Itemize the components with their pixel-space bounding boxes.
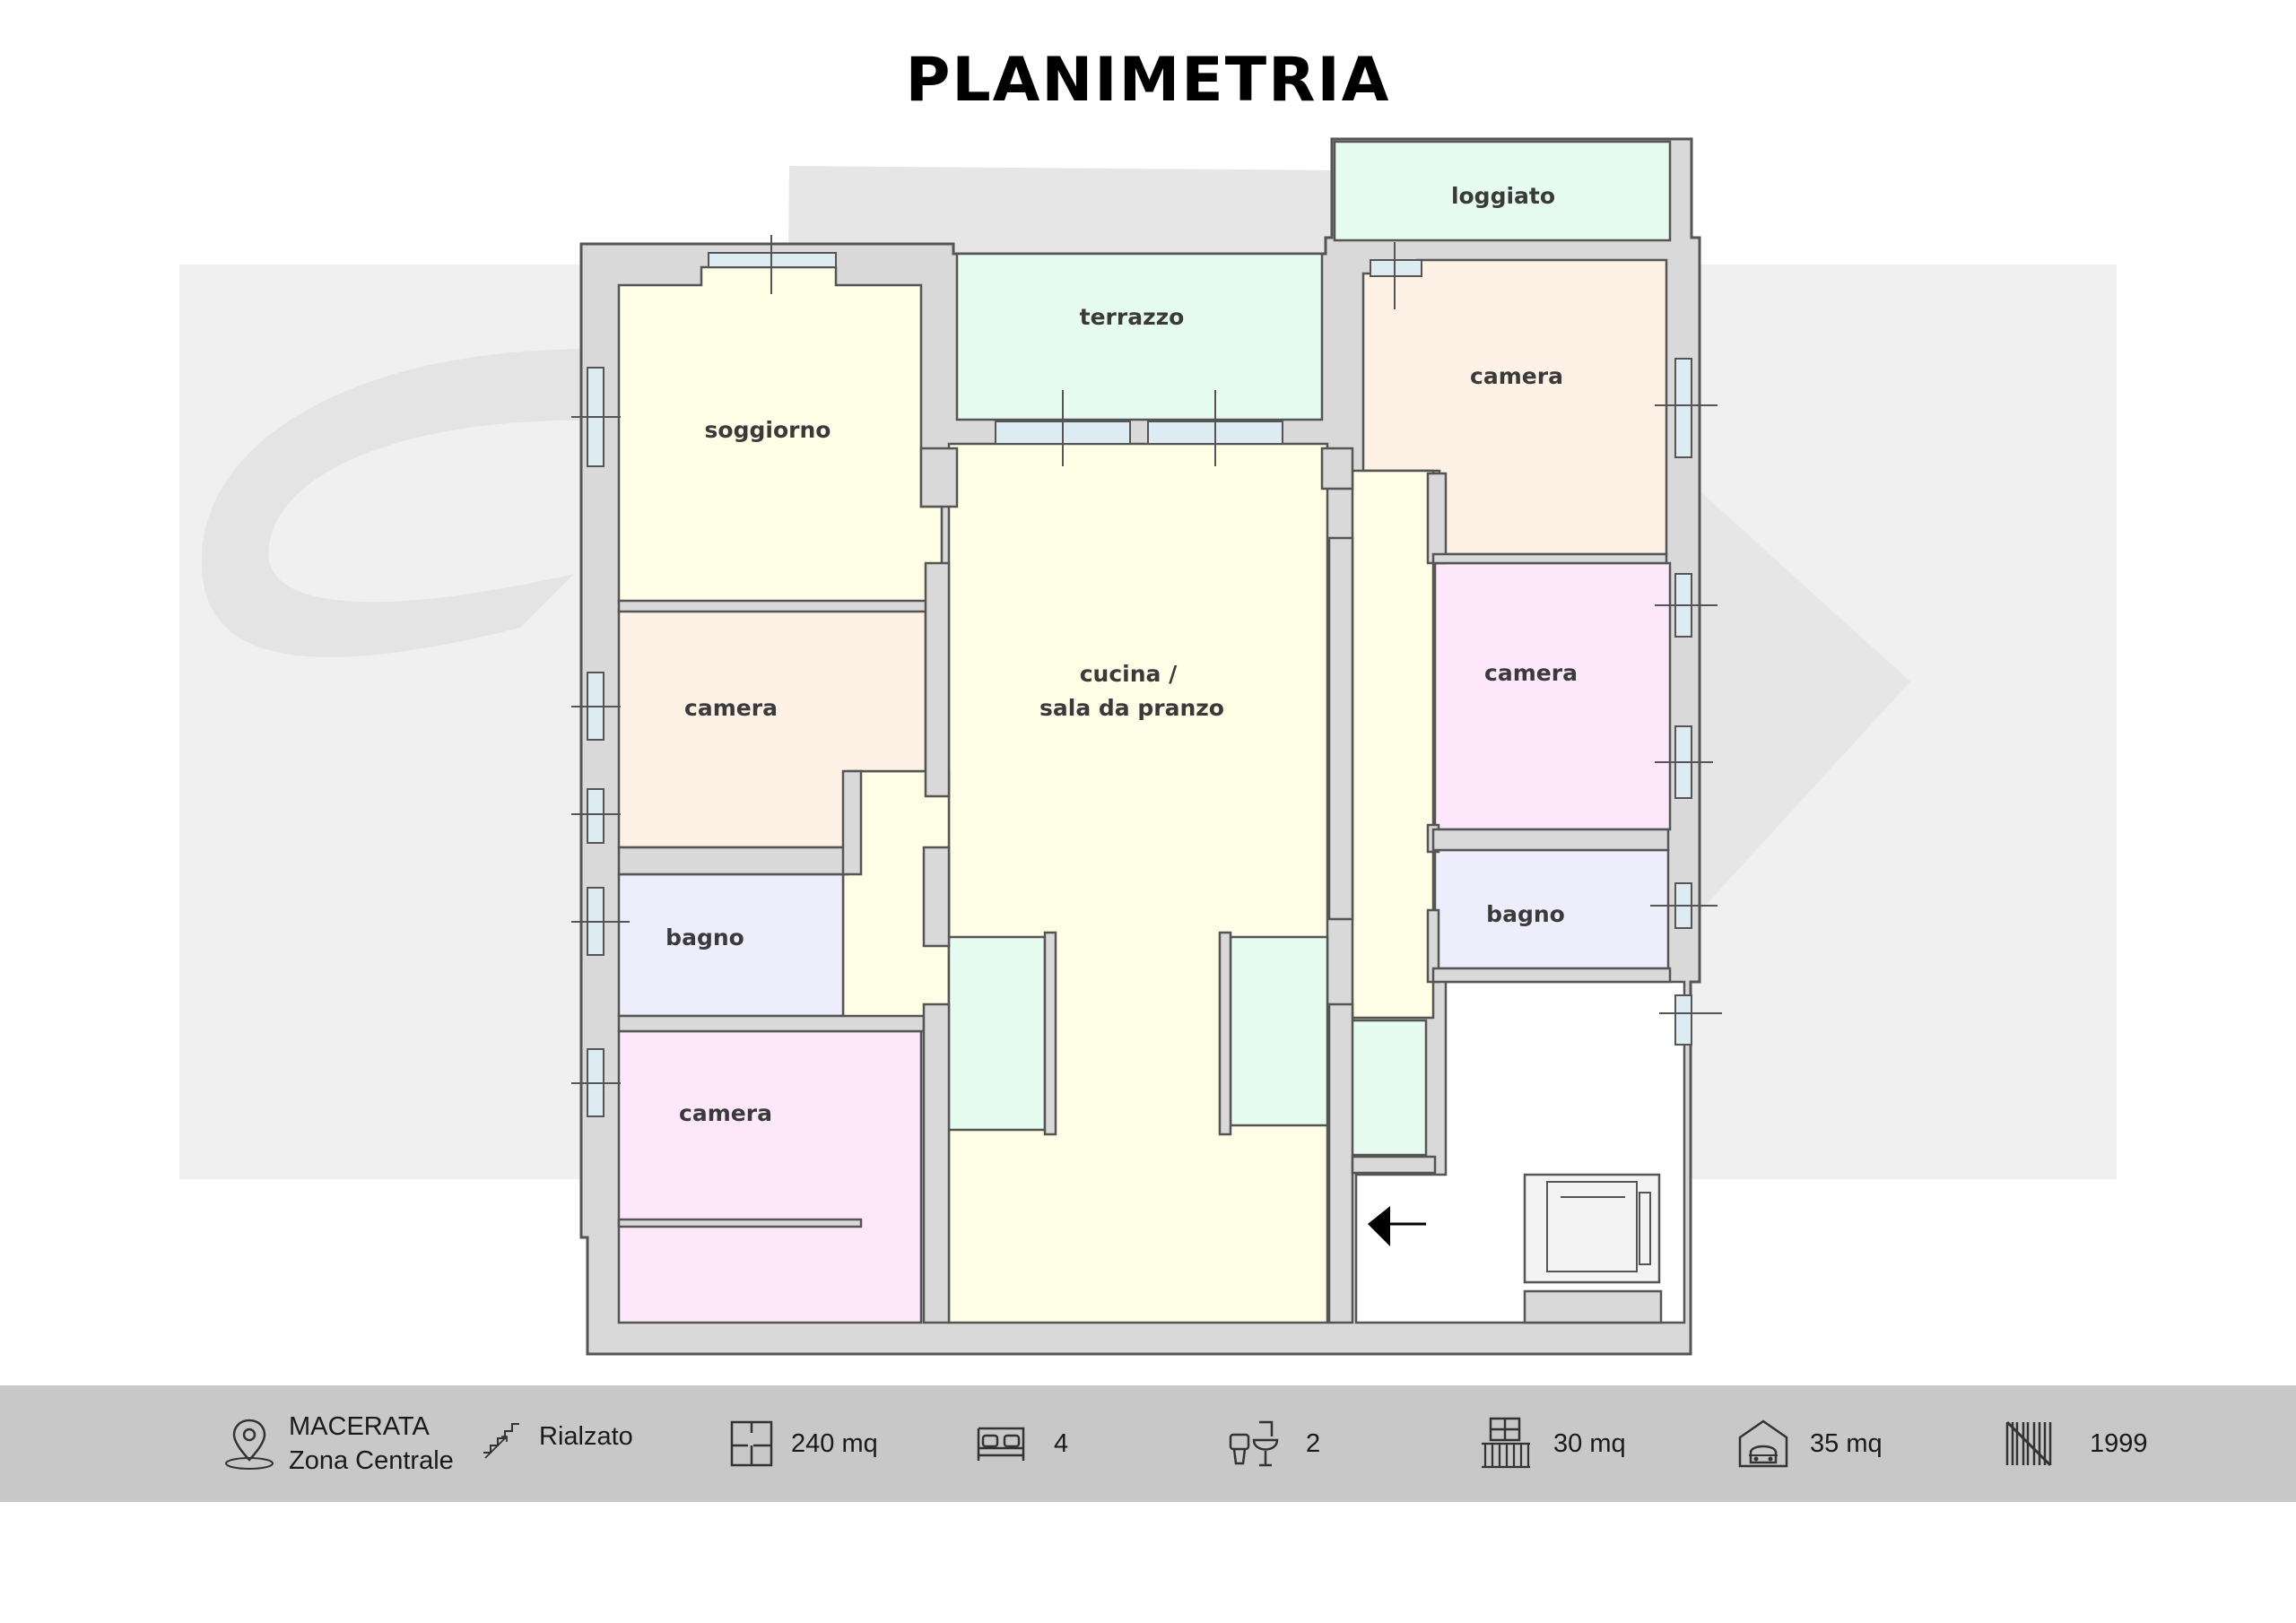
floor-area-icon (730, 1420, 773, 1467)
property-info-bar: MACERATA Zona Centrale Rialzato 240 mq 4 (0, 1385, 2296, 1502)
room-camera-sw (617, 1029, 923, 1324)
bedrooms-value: 4 (1054, 1429, 1069, 1458)
surface-value: 240 mq (791, 1429, 878, 1458)
location-pin-icon (225, 1419, 274, 1470)
balcony-value: 30 mq (1553, 1429, 1626, 1458)
closet-hall (1348, 1019, 1428, 1157)
label-cucina-line1: cucina / (1080, 661, 1178, 687)
info-floor: Rialzato (480, 1378, 633, 1495)
garage-value: 35 mq (1810, 1429, 1883, 1458)
floor-plan: soggiorno terrazzo loggiato camera camer… (179, 137, 2117, 1356)
location-area: Zona Centrale (289, 1446, 454, 1475)
info-year: 1999 (2004, 1385, 2148, 1502)
closet-w (947, 935, 1047, 1132)
label-soggiorno: soggiorno (705, 417, 831, 443)
window-ticks (571, 235, 1722, 1084)
bed-icon (977, 1427, 1025, 1461)
room-loggiato (1333, 140, 1672, 242)
info-bedrooms: 4 (973, 1385, 1068, 1502)
room-fills (617, 140, 1686, 1324)
internal-walls (617, 447, 1672, 1324)
label-cucina-line2: sala da pranzo (1039, 695, 1224, 721)
garage-icon (1738, 1419, 1788, 1468)
info-surface: 240 mq (728, 1385, 878, 1502)
page-title: PLANIMETRIA (905, 45, 1391, 116)
year-value: 1999 (2090, 1429, 2148, 1458)
info-bathrooms: 2 (1227, 1385, 1320, 1502)
year-built-icon (2005, 1420, 2052, 1467)
elevator-icon (1546, 1181, 1651, 1272)
entrance-arrow-icon (1368, 1206, 1426, 1246)
label-camera-ne: camera (1470, 363, 1563, 389)
label-camera-w: camera (684, 695, 778, 721)
closet-e (1229, 935, 1329, 1127)
bathroom-icon (1229, 1420, 1279, 1467)
label-loggiato: loggiato (1451, 183, 1555, 209)
room-camera-e (1433, 561, 1672, 831)
balcony-icon (1482, 1417, 1530, 1469)
label-bagno-w: bagno (665, 924, 744, 950)
info-garage: 35 mq (1736, 1385, 1883, 1502)
room-cucina (947, 442, 1329, 1324)
label-terrazzo: terrazzo (1080, 304, 1185, 330)
floor-value: Rialzato (539, 1422, 633, 1451)
bathrooms-value: 2 (1306, 1429, 1321, 1458)
hall-east (1351, 469, 1435, 1020)
info-balcony: 30 mq (1478, 1385, 1626, 1502)
room-terrazzo (955, 252, 1324, 421)
info-location: MACERATA Zona Centrale (222, 1385, 454, 1502)
location-city: MACERATA (289, 1412, 430, 1441)
stairs-icon (483, 1423, 519, 1459)
label-camera-e: camera (1484, 660, 1578, 686)
label-bagno-e: bagno (1486, 901, 1565, 927)
label-camera-sw: camera (679, 1100, 772, 1126)
